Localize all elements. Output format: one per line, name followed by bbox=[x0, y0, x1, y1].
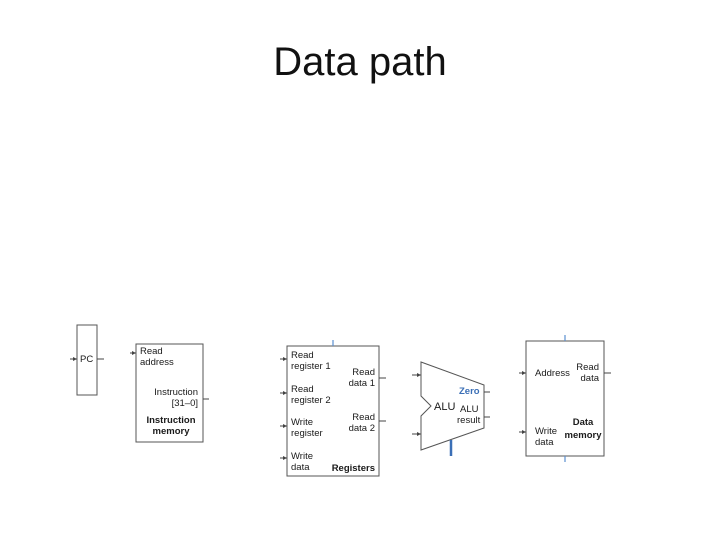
dmem-read-data-label-2: data bbox=[581, 373, 600, 384]
slide-title: Data path bbox=[273, 40, 447, 84]
reg-read-data1-label: Read bbox=[352, 367, 375, 378]
data-memory-box bbox=[525, 340, 605, 457]
data-memory-block: Address Read data Write data Data memory bbox=[519, 335, 611, 462]
pc-input-arrow bbox=[73, 357, 77, 361]
reg-write-data-label-2: data bbox=[291, 462, 310, 473]
reg-read-data1-label-2: data 1 bbox=[349, 378, 375, 389]
alu-input-b-arrow bbox=[417, 432, 421, 436]
imem-name-label: Instruction bbox=[146, 415, 195, 426]
dmem-name-label-2: memory bbox=[565, 430, 603, 441]
reg-read-register2-label: Read bbox=[291, 384, 314, 395]
alu-zero-label: Zero bbox=[459, 386, 480, 397]
alu-result-label: ALU bbox=[460, 404, 479, 415]
reg-write-register-label-2: register bbox=[291, 428, 323, 439]
registers-block: Read register 1 Read register 2 Write re… bbox=[280, 340, 386, 477]
reg-write-data-arrow bbox=[283, 456, 287, 460]
alu-block: ALU Zero ALU result bbox=[412, 361, 490, 456]
registers-name-label: Registers bbox=[332, 463, 375, 474]
alu-input-a-arrow bbox=[417, 373, 421, 377]
alu-result-label-2: result bbox=[457, 415, 481, 426]
dmem-read-data-label: Read bbox=[576, 362, 599, 373]
reg-read-register1-label-2: register 1 bbox=[291, 361, 331, 372]
reg-write-register-label: Write bbox=[291, 417, 313, 428]
reg-read-data2-label-2: data 2 bbox=[349, 423, 375, 434]
pc-block: PC bbox=[70, 324, 104, 396]
pc-label: PC bbox=[80, 354, 93, 365]
dmem-address-arrow bbox=[522, 371, 526, 375]
reg-read1-arrow bbox=[283, 357, 287, 361]
imem-read-address-label-2: address bbox=[140, 357, 174, 368]
instruction-memory-block: Read address Instruction [31–0] Instruct… bbox=[130, 343, 209, 443]
dmem-write-data-label-2: data bbox=[535, 437, 554, 448]
imem-input-arrow bbox=[132, 351, 136, 355]
reg-write-reg-arrow bbox=[283, 424, 287, 428]
imem-instruction-label: Instruction bbox=[154, 387, 198, 398]
alu-name-label: ALU bbox=[434, 401, 455, 413]
registers-box bbox=[286, 345, 380, 477]
reg-read2-arrow bbox=[283, 391, 287, 395]
reg-read-register1-label: Read bbox=[291, 350, 314, 361]
dmem-address-label: Address bbox=[535, 368, 570, 379]
dmem-write-data-arrow bbox=[522, 430, 526, 434]
imem-instruction-bits-label: [31–0] bbox=[172, 398, 198, 409]
imem-name-label-2: memory bbox=[153, 426, 191, 437]
dmem-write-data-label: Write bbox=[535, 426, 557, 437]
imem-read-address-label: Read bbox=[140, 346, 163, 357]
reg-write-data-label: Write bbox=[291, 451, 313, 462]
instruction-memory-box bbox=[135, 343, 204, 443]
reg-read-data2-label: Read bbox=[352, 412, 375, 423]
dmem-name-label: Data bbox=[573, 417, 594, 428]
pc-box bbox=[76, 324, 98, 396]
reg-read-register2-label-2: register 2 bbox=[291, 395, 331, 406]
